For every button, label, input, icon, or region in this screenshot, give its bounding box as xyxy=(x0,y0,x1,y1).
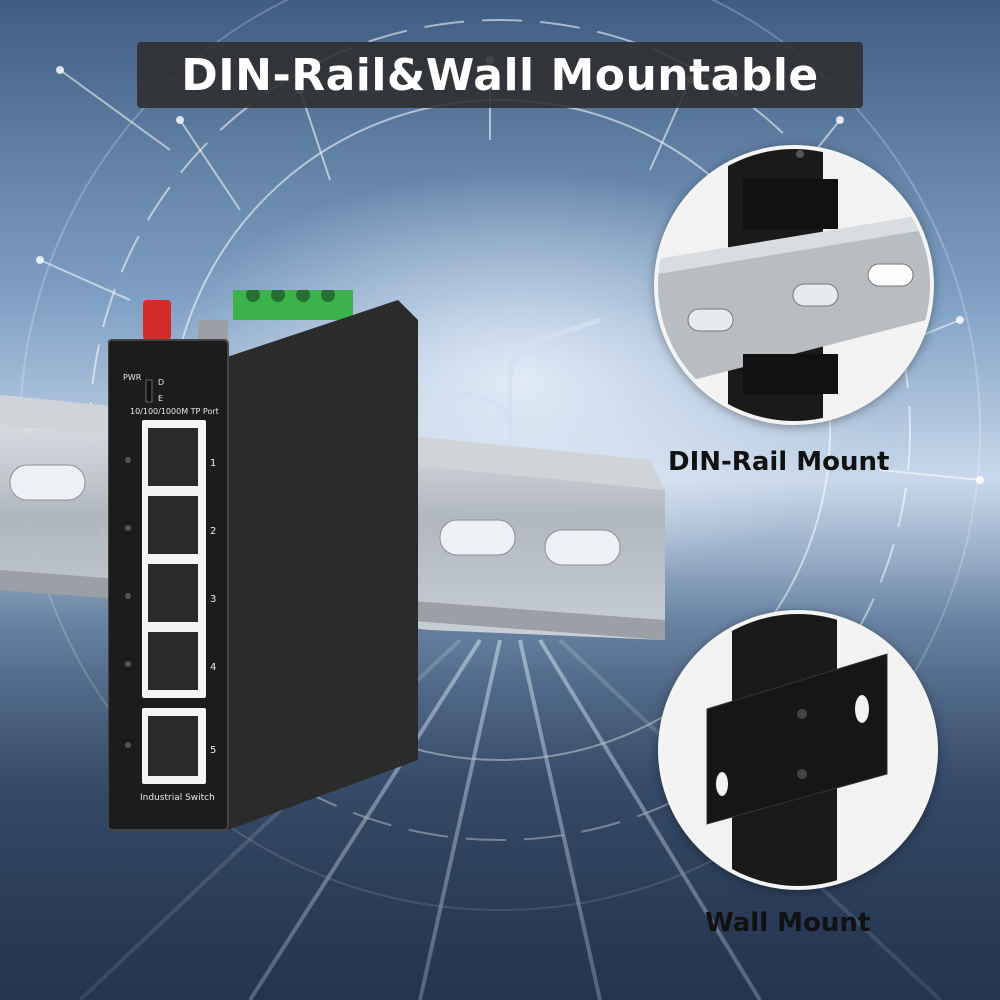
title-banner: DIN-Rail&Wall Mountable xyxy=(137,42,863,108)
industrial-switch: PWR D E 10/100/1000M TP Port 1 2 3 4 5 I… xyxy=(108,290,428,835)
port-number-1: 1 xyxy=(210,458,217,469)
wall-mount-detail-image xyxy=(662,614,934,886)
port-number-4: 4 xyxy=(210,662,217,673)
switch-body xyxy=(108,290,418,831)
port-number-5: 5 xyxy=(210,745,217,756)
din-rail-mount-caption: DIN-Rail Mount xyxy=(668,447,890,477)
device-footer-label: Industrial Switch xyxy=(140,793,215,803)
wall-mount-detail-circle xyxy=(658,610,938,890)
din-rail-detail-circle xyxy=(654,145,934,425)
port-header-label: 10/100/1000M TP Port xyxy=(130,407,219,416)
port-number-3: 3 xyxy=(210,594,217,605)
e-indicator-label: E xyxy=(158,394,164,403)
din-rail-detail-image xyxy=(658,149,930,421)
page-title: DIN-Rail&Wall Mountable xyxy=(181,49,819,101)
pwr-indicator-label: PWR xyxy=(123,373,142,382)
port-number-2: 2 xyxy=(210,526,217,537)
wall-mount-caption: Wall Mount xyxy=(705,908,871,938)
d-indicator-label: D xyxy=(158,378,165,387)
